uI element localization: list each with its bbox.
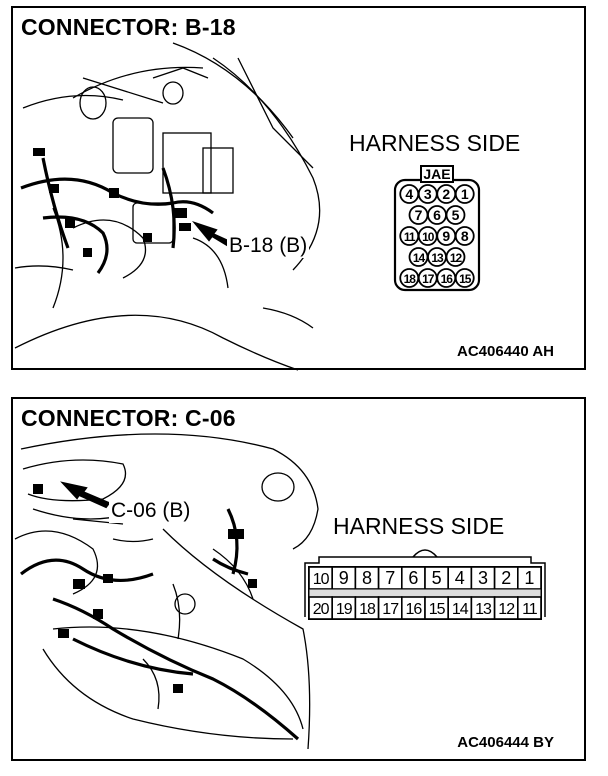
connector-latch [412, 549, 438, 558]
pin-number: 10 [422, 230, 435, 244]
pin-number: 4 [455, 568, 465, 588]
connector-tag: JAE [423, 166, 450, 182]
pin-number: 8 [362, 568, 372, 588]
pin-number: 20 [313, 601, 330, 618]
pin-number: 16 [441, 272, 454, 286]
panel-title: CONNECTOR: B-18 [21, 14, 236, 40]
harness-side-label: HARNESS SIDE [333, 513, 505, 539]
pin-number: 13 [475, 601, 492, 618]
connector-callout: B-18 (B) [227, 234, 310, 258]
pin-number: 4 [405, 186, 413, 202]
pin-number: 6 [433, 207, 441, 223]
pin-number: 17 [422, 272, 435, 286]
connector-callout: C-06 (B) [109, 499, 193, 523]
pin-number: 18 [359, 601, 376, 618]
pin-number: 19 [336, 601, 353, 618]
connector-b18-panel: CONNECTOR: B-18 [11, 6, 586, 371]
pin-circle [445, 247, 466, 267]
pin-number: 5 [432, 568, 442, 588]
row-divider [308, 588, 542, 598]
pin-number: 2 [501, 568, 511, 588]
pin-number: 7 [385, 568, 395, 588]
pin-number: 12 [450, 251, 463, 265]
pin-circle [454, 268, 475, 288]
pin-number: 15 [429, 601, 446, 618]
pin-number: 17 [382, 601, 399, 618]
pin-number: 13 [431, 251, 444, 265]
figure-code: AC406440 AH [457, 343, 554, 360]
pin-number: 1 [461, 186, 469, 202]
pin-number: 5 [452, 207, 460, 223]
pin-number: 3 [478, 568, 488, 588]
pin-number: 14 [413, 251, 426, 265]
pin-number: 10 [313, 571, 330, 588]
pin-circle [454, 184, 475, 204]
pin-circle [445, 205, 466, 225]
figure-code: AC406444 BY [457, 734, 554, 751]
panel-title: CONNECTOR: C-06 [21, 405, 236, 431]
pin-cell [516, 596, 542, 620]
pin-number: 8 [461, 228, 469, 244]
pin-number: 14 [452, 601, 469, 618]
connector-c06-panel: CONNECTOR: C-06 [11, 397, 586, 761]
pin-number: 3 [424, 186, 432, 202]
connector-tag-box [420, 165, 454, 183]
pin-number: 9 [339, 568, 349, 588]
pin-circle [454, 226, 475, 246]
pin-number: 6 [408, 568, 418, 588]
pin-number: 1 [524, 568, 534, 588]
harness-side-label: HARNESS SIDE [349, 130, 521, 156]
pin-number: 7 [415, 207, 423, 223]
pin-number: 11 [404, 230, 416, 244]
connector-shell [304, 556, 546, 617]
pin-number: 15 [459, 272, 472, 286]
pin-number: 16 [406, 601, 423, 618]
pin-number: 12 [498, 601, 515, 618]
pin-number: 18 [404, 272, 417, 286]
pin-number: 2 [442, 186, 450, 202]
pin-number: 9 [442, 228, 450, 244]
pin-number: 11 [522, 601, 538, 618]
